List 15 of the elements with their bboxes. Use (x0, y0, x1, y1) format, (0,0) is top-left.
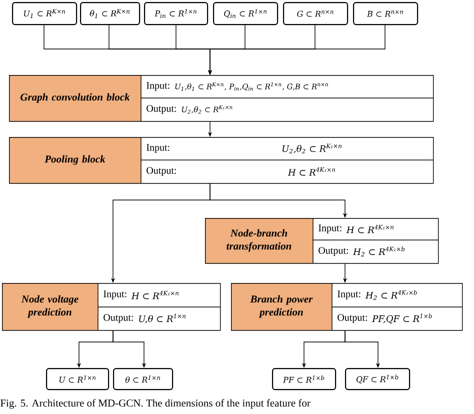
caption: Fig. 5. Architecture of MD-GCN. The dimensions of the input feature for (0, 399, 310, 409)
input-box: θ ⊂ R$^{1×n}$ (113, 368, 174, 390)
block-table: Node-branch transformation Input: H ⊂ R$^{4K₁×n}$ Output: H$_{2}$ ⊂ R$^{4K₁×b}$ (205, 218, 439, 264)
block-table: Branch power prediction Input: H$_{2}$ ⊂ R$^{4K₁×b}$ Output: PF,QF ⊂ R$^{1×b}$ (231, 282, 463, 331)
input-box: U ⊂ R$^{1×n}$ (46, 368, 110, 390)
input-box: U$_{1}$ ⊂ R$^{K×n}$ (12, 2, 78, 26)
block-table: Node voltage prediction Input: H ⊂ R$^{4K₁×n}$ Output: U,θ ⊂ R$^{1×n}$ (2, 282, 221, 331)
input-box: QF ⊂ R$^{1×b}$ (345, 368, 410, 390)
input-box: G ⊂ R$^{n×n}$ (283, 2, 348, 26)
input-box: P$_{in}$ ⊂ R$^{1×n}$ (144, 2, 208, 26)
input-box: PF ⊂ R$^{1×b}$ (272, 368, 336, 390)
block-table: Pooling block Input: U$_{2}$,θ$_{2}$ ⊂ R$^{K₁×n}$ Output: H ⊂ R$^{4K₁×n}$ (9, 136, 434, 184)
input-box: Q$_{in}$ ⊂ R$^{1×n}$ (213, 2, 278, 26)
input-box: θ$_{1}$ ⊂ R$^{K×n}$ (80, 2, 140, 26)
input-box: B ⊂ R$^{n×n}$ (353, 2, 418, 26)
